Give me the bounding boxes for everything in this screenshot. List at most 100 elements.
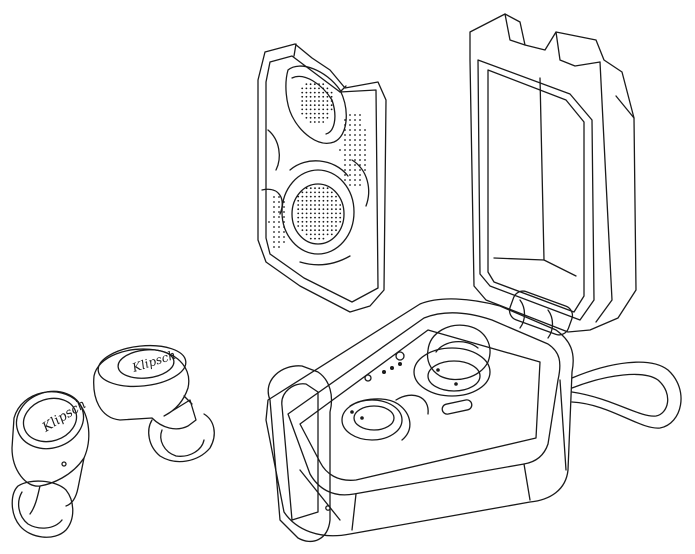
perforation-dot (318, 91, 320, 94)
perforation-dot (326, 220, 329, 223)
perforation-dot (349, 124, 351, 126)
perforation-dot (322, 121, 325, 123)
perforation-dot (309, 116, 312, 119)
perforation-dot (326, 208, 329, 211)
perforation-dot (313, 83, 316, 86)
perforation-dot (318, 116, 320, 119)
perforation-dot (339, 220, 342, 223)
charging-cable (571, 361, 682, 429)
perforation-dot (322, 87, 325, 90)
perforation-dot (314, 199, 316, 202)
perforation-dot (354, 114, 356, 116)
perforation-dot (330, 100, 333, 102)
perforation-dot (330, 229, 333, 232)
perforation-dot (301, 204, 304, 206)
perforation-dot (330, 208, 333, 211)
perforation-dot (330, 220, 333, 223)
perforation-dot (301, 199, 304, 202)
perforation-dot (335, 204, 337, 206)
perforation-dot (354, 184, 356, 186)
perforation-dot (339, 212, 342, 215)
perforation-dot (278, 236, 280, 238)
perforation-dot (301, 191, 304, 194)
perforation-dot (322, 233, 325, 236)
perforation-dot (330, 212, 333, 215)
perforation-dot (354, 149, 356, 151)
perforation-dot (318, 100, 320, 102)
perforation-dot (318, 195, 321, 198)
perforation-dot (322, 195, 325, 198)
perforation-dot (314, 208, 316, 211)
perforation-dot (309, 95, 312, 98)
perforation-dot (314, 233, 316, 236)
perforation-dot (349, 129, 351, 131)
earbud-left: Klipsch (11, 390, 90, 538)
perforation-dot (305, 225, 308, 227)
perforation-dot (278, 221, 280, 223)
perforation-dot (359, 149, 361, 151)
perforation-dot (335, 212, 337, 215)
perforation-dot (330, 95, 333, 98)
perforation-dot (283, 216, 285, 218)
perforation-dot (297, 220, 300, 223)
perforation-dot (309, 237, 312, 240)
perforation-dot (313, 116, 316, 119)
perforation-dot (326, 91, 329, 94)
perforation-dot (313, 121, 316, 123)
perforation-dot (305, 104, 308, 107)
perforation-dot (349, 139, 351, 141)
perforation-dot (354, 159, 356, 161)
perforation-dot (364, 134, 366, 136)
perforation-dot (349, 114, 351, 116)
case-hinge (508, 290, 574, 339)
perforation-dot (273, 241, 275, 243)
perforation-dot (344, 164, 346, 166)
perforation-dot (278, 226, 280, 228)
perforation-dot (301, 108, 304, 111)
perforation-dot (322, 237, 325, 240)
perforation-dot (305, 108, 308, 111)
perforation-dot (297, 195, 300, 198)
perforation-dot (354, 164, 356, 166)
perforation-dot (283, 211, 285, 213)
perforation-dot (314, 204, 316, 206)
perforation-dot (318, 237, 321, 240)
perforation-dot (283, 236, 285, 238)
perforation-dot (322, 112, 325, 115)
perforation-dot (309, 108, 312, 111)
perforation-dot (283, 241, 285, 243)
perforation-dot (359, 134, 361, 136)
perforation-dot (349, 179, 351, 181)
perforation-dot (326, 195, 329, 198)
perforation-dot (326, 187, 329, 190)
perforation-dot (335, 220, 337, 223)
perforation-dot (359, 144, 361, 146)
perforation-dot (273, 201, 275, 203)
perforation-dot (349, 184, 351, 186)
perforation-dot (305, 208, 308, 211)
perforation-dot (314, 237, 316, 240)
perforation-dot (314, 229, 316, 232)
perforation-dot (344, 149, 346, 151)
perforation-dot (305, 216, 308, 219)
perforation-dot (354, 134, 356, 136)
perforation-dot (301, 104, 304, 107)
perforation-dot (326, 100, 329, 102)
perforation-dot (326, 225, 329, 227)
perforation-dot (354, 179, 356, 181)
perforation-dot (364, 149, 366, 151)
perforation-dot (313, 87, 316, 90)
perforation-dot (326, 112, 329, 115)
perforation-dot (301, 212, 304, 215)
perforation-dot (318, 104, 320, 107)
perforation-dot (309, 191, 312, 194)
perforation-dot (349, 164, 351, 166)
perforation-dot (330, 225, 333, 227)
perforation-dot (273, 211, 275, 213)
perforation-dot (359, 139, 361, 141)
perforation-dot (318, 191, 321, 194)
earbud-left-logo: Klipsch (39, 397, 89, 436)
perforation-dot (354, 124, 356, 126)
perforation-dot (314, 187, 316, 190)
